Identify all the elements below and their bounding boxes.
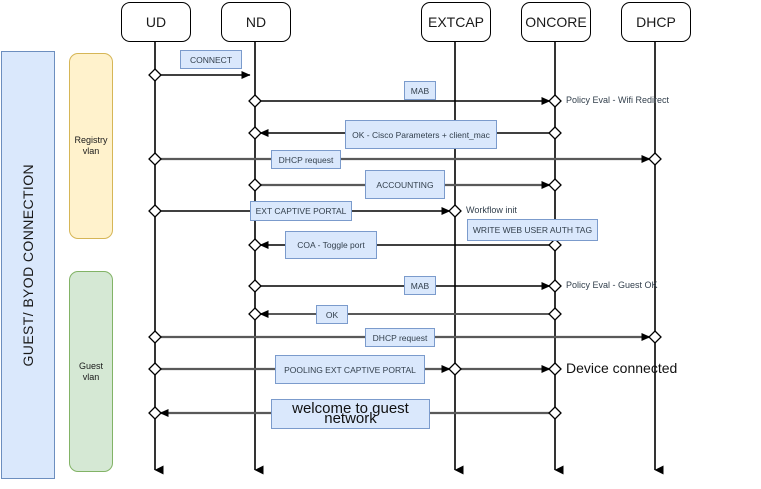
- phase-band-registry-vlan: Registry vlan: [69, 53, 113, 239]
- message-label-ok-text: OK: [325, 309, 339, 320]
- message-label-ok[interactable]: OK: [316, 305, 348, 324]
- note-policy-eval-guest-ok: Policy Eval - Guest OK: [566, 280, 658, 290]
- message-arrow-dhcp-request-1: [148, 152, 662, 166]
- actor-box-extcap[interactable]: EXTCAP: [421, 2, 491, 42]
- message-label-ext-captive-portal-text: EXT CAPTIVE PORTAL: [255, 206, 347, 216]
- phase-band-guest-vlan: Guest vlan: [69, 271, 113, 472]
- actor-label-oncore: ONCORE: [525, 14, 587, 30]
- message-label-write-web-user-auth-tag-text: WRITE WEB USER AUTH TAG: [472, 225, 593, 235]
- message-label-mab-1[interactable]: MAB: [404, 81, 436, 100]
- phase-band-guest-byod-connection: GUEST/ BYOD CONNECTION: [1, 51, 55, 479]
- message-label-ok-cisco-parameters-text: OK - Cisco Parameters + client_mac: [352, 129, 490, 140]
- note-policy-eval-wifi-redirect: Policy Eval - Wifi Redirect: [566, 95, 669, 105]
- actor-box-oncore[interactable]: ONCORE: [521, 2, 591, 42]
- message-label-welcome-to-guest-network[interactable]: welcome to guest network: [271, 399, 430, 429]
- message-label-ext-captive-portal[interactable]: EXT CAPTIVE PORTAL: [250, 201, 352, 221]
- message-arrow-mab-2: [248, 279, 562, 293]
- registry-vlan-label: Registry vlan: [74, 135, 107, 157]
- message-label-mab-2[interactable]: MAB: [404, 276, 436, 295]
- message-label-pooling-ext-captive-portal-text: POOLING EXT CAPTIVE PORTAL: [284, 364, 416, 375]
- note-policy-eval-wifi-redirect-text: Policy Eval - Wifi Redirect: [566, 95, 670, 105]
- message-label-coa-toggle-port-text: COA - Toggle port: [297, 240, 365, 250]
- note-workflow-init-text: Workflow init: [466, 205, 517, 215]
- message-label-accounting[interactable]: ACCOUNTING: [365, 170, 445, 199]
- message-label-mab-2-text: MAB: [410, 280, 430, 291]
- message-arrow-ok: [248, 307, 562, 321]
- message-label-accounting-text: ACCOUNTING: [376, 179, 434, 190]
- guest-vlan-label-line1: Guest: [78, 360, 103, 371]
- actor-box-dhcp[interactable]: DHCP: [621, 2, 691, 42]
- actor-label-dhcp: DHCP: [636, 14, 676, 30]
- guest-vlan-label-line2: vlan: [82, 371, 100, 382]
- message-label-dhcp-request-2-text: DHCP request: [372, 332, 428, 343]
- message-arrow-connect: [148, 68, 251, 82]
- message-label-write-web-user-auth-tag[interactable]: WRITE WEB USER AUTH TAG: [467, 219, 598, 241]
- message-label-connect-text: CONNECT: [189, 54, 233, 65]
- guest-vlan-label: Guest vlan: [79, 361, 103, 383]
- actor-label-ud: UD: [145, 14, 167, 30]
- note-device-connected: Device connected: [566, 360, 677, 376]
- message-label-welcome-to-guest-network-text: welcome to guest network: [292, 400, 409, 427]
- note-workflow-init: Workflow init: [466, 205, 517, 215]
- message-label-connect[interactable]: CONNECT: [180, 50, 242, 69]
- message-label-pooling-ext-captive-portal[interactable]: POOLING EXT CAPTIVE PORTAL: [275, 355, 425, 384]
- registry-vlan-label-line2: vlan: [82, 146, 100, 156]
- message-label-dhcp-request-1-text: DHCP request: [278, 154, 334, 165]
- message-arrow-mab-1: [248, 94, 562, 108]
- actor-label-extcap: EXTCAP: [427, 14, 484, 30]
- message-label-dhcp-request-2[interactable]: DHCP request: [365, 328, 435, 347]
- message-label-dhcp-request-1[interactable]: DHCP request: [271, 150, 341, 169]
- phase-band-guest-byod-label: GUEST/ BYOD CONNECTION: [20, 163, 36, 367]
- note-policy-eval-guest-ok-text: Policy Eval - Guest OK: [566, 280, 658, 290]
- message-label-ok-cisco-parameters[interactable]: OK - Cisco Parameters + client_mac: [345, 120, 497, 149]
- actor-box-nd[interactable]: ND: [221, 2, 291, 42]
- message-label-mab-1-text: MAB: [410, 85, 430, 96]
- note-device-connected-text: Device connected: [566, 360, 678, 376]
- actor-box-ud[interactable]: UD: [121, 2, 191, 42]
- message-label-coa-toggle-port[interactable]: COA - Toggle port: [285, 231, 377, 259]
- actor-label-nd: ND: [245, 14, 267, 30]
- registry-vlan-label-line1: Registry: [74, 135, 108, 145]
